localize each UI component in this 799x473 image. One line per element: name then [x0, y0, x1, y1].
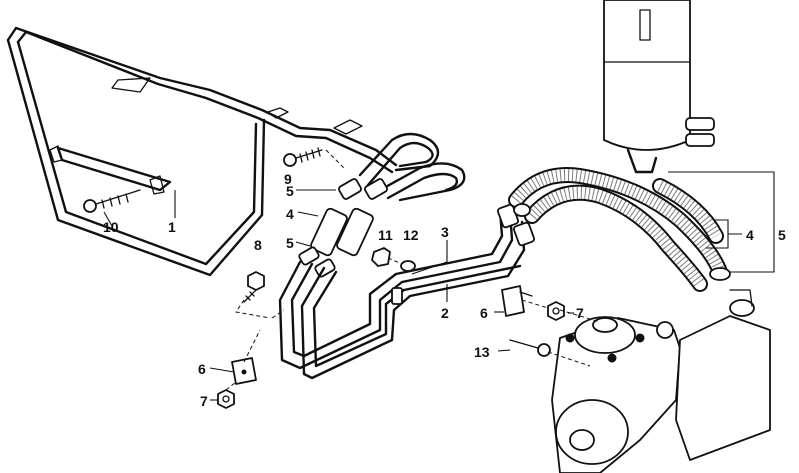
callout-11: 11 [378, 227, 393, 243]
callout-9: 9 [284, 171, 292, 187]
cooler-pipe-loops [358, 132, 466, 202]
callout-10: 10 [103, 219, 119, 235]
callout-1: 1 [168, 219, 176, 235]
callout-5-lower: 5 [286, 235, 294, 251]
pressure-return-pipes [278, 203, 535, 380]
callout-3: 3 [441, 224, 449, 240]
bracket-6-right [501, 285, 533, 317]
fluid-reservoir [603, 0, 715, 174]
cooler-frame [6, 26, 398, 277]
callout-2: 2 [441, 305, 449, 321]
callout-5-upper: 5 [286, 183, 294, 199]
assembly-leaders [225, 149, 601, 391]
callout-6-right: 6 [480, 305, 488, 321]
steering-gear-box [551, 289, 771, 473]
screw-10 [83, 189, 141, 213]
washer-12 [400, 260, 416, 272]
hose-pair-left [298, 178, 388, 278]
callout-leaders [103, 171, 775, 401]
callout-7-right: 7 [576, 305, 584, 321]
callout-5-right: 5 [778, 227, 786, 243]
callout-13: 13 [474, 344, 490, 360]
flexible-hoses [508, 167, 731, 292]
callout-8: 8 [254, 237, 262, 253]
bolt-8 [243, 271, 265, 303]
screw-9 [283, 147, 323, 167]
callout-4-left: 4 [286, 206, 294, 222]
callout-4-right: 4 [746, 227, 754, 243]
nut-7-right [547, 301, 565, 321]
callout-labels: 1 2 3 4 4 5 5 5 6 6 7 7 8 9 10 11 12 13 [103, 171, 786, 409]
nut-7-left [217, 389, 235, 409]
callout-7-left: 7 [200, 393, 208, 409]
callout-6-left: 6 [198, 361, 206, 377]
grommet-11 [371, 247, 391, 267]
screw-13 [509, 339, 551, 357]
callout-12: 12 [403, 227, 419, 243]
